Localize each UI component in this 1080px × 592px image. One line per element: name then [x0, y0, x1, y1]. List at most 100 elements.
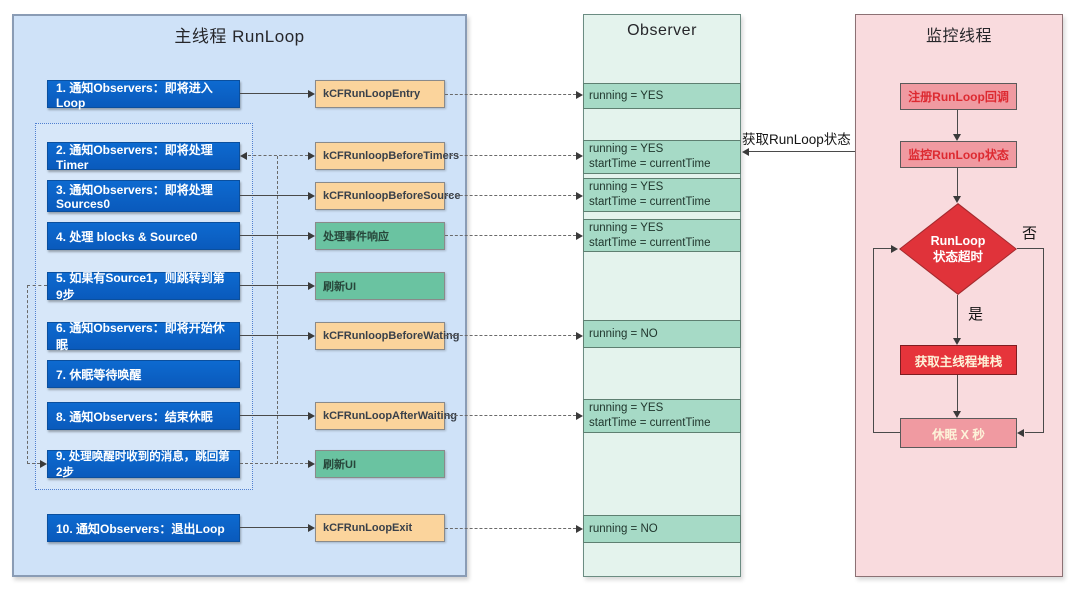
arrowhead-icon: [891, 245, 898, 253]
observer-cell-3: running = YES startTime = currentTime: [583, 178, 741, 212]
arrowhead-icon: [953, 411, 961, 418]
cell-line: running = YES: [589, 402, 664, 414]
observer-cell-7: running = NO: [583, 515, 741, 543]
arrowhead-icon: [576, 91, 583, 99]
connector-monitor-observer: [749, 151, 855, 152]
connector-no-branch-bottom: [1025, 432, 1043, 433]
loop-body-group-outline: [35, 123, 253, 490]
callback-entry: kCFRunLoopEntry: [315, 80, 445, 108]
get-runloop-state-label: 获取RunLoop状态: [742, 132, 851, 147]
step-6: 6. 通知Observers：即将开始休眠: [47, 321, 240, 352]
observer-cell-1: running = YES: [583, 83, 741, 109]
arrowhead-icon: [1017, 429, 1024, 437]
connector-jump-step5-step9: [27, 285, 28, 464]
connector-step8-callback: [240, 415, 309, 416]
connector-jump-back-step2: [277, 156, 278, 464]
connector-entry-observer: [445, 94, 576, 95]
arrowhead-icon: [308, 90, 315, 98]
step-9: 9. 处理唤醒时收到的消息，跳回第2步: [47, 450, 240, 479]
decision-line-1: RunLoop: [930, 234, 986, 248]
arrowhead-icon: [953, 196, 961, 203]
connector-step4-callback: [240, 235, 309, 236]
action-refresh-ui-1: 刷新UI: [315, 272, 445, 300]
step-2: 2. 通知Observers：即将处理Timer: [47, 142, 240, 172]
step-4: 4. 处理 blocks & Source0: [47, 222, 240, 250]
step-5: 5. 如果有Source1，则跳转到第9步: [47, 271, 240, 302]
step-3: 3. 通知Observers：即将处理Sources0: [47, 180, 240, 212]
monitor-sleep-node: 休眠 X 秒: [900, 418, 1017, 448]
connector-register-watch: [957, 110, 958, 135]
cell-line: running = NO: [589, 522, 658, 535]
arrowhead-icon: [308, 524, 315, 532]
observer-cell-2: running = YES startTime = currentTime: [583, 140, 741, 174]
observer-title: Observer: [627, 22, 697, 39]
connector-sleep-loop-top: [873, 248, 892, 249]
main-thread-title: 主线程 RunLoop: [174, 27, 305, 46]
connector-step1-callback: [240, 93, 309, 94]
connector-afterwaiting-observer: [445, 415, 576, 416]
callback-before-timers: kCFRunloopBeforeTimers: [315, 142, 459, 170]
callback-after-waiting: kCFRunLoopAfterWaiting: [315, 402, 457, 430]
step-10: 10. 通知Observers：退出Loop: [47, 514, 240, 542]
connector-no-branch-top: [1017, 248, 1044, 249]
cell-line: running = YES: [589, 221, 664, 234]
arrowhead-icon: [576, 332, 583, 340]
cell-line: startTime = currentTime: [589, 158, 711, 170]
monitor-thread-title: 监控线程: [925, 28, 992, 45]
arrowhead-icon: [240, 152, 247, 160]
arrowhead-icon: [742, 148, 749, 156]
observer-cell-6: running = YES startTime = currentTime: [583, 399, 741, 433]
observer-cell-5: running = NO: [583, 320, 741, 348]
connector-step3-callback: [240, 195, 309, 196]
callback-exit: kCFRunLoopExit: [315, 514, 445, 542]
cell-line: running = YES: [589, 143, 664, 155]
step-7: 7. 休眠等待唤醒: [47, 360, 240, 388]
connector-beforewaiting-observer: [445, 335, 576, 336]
observer-cell-4: running = YES startTime = currentTime: [583, 219, 741, 252]
cell-line: running = NO: [589, 327, 658, 340]
connector-step6-callback: [240, 335, 309, 336]
connector-step2-callback-dashed: [248, 155, 308, 156]
monitor-watch-node: 监控RunLoop状态: [900, 141, 1017, 168]
arrowhead-icon: [308, 412, 315, 420]
arrowhead-icon: [576, 412, 583, 420]
connector-source-observer: [445, 195, 576, 196]
decision-line-2: 状态超时: [932, 250, 983, 264]
arrowhead-icon: [308, 460, 315, 468]
arrowhead-icon: [576, 152, 583, 160]
branch-no-label: 否: [1022, 225, 1038, 242]
connector-decision-stack: [957, 295, 958, 339]
connector-step10-callback: [240, 527, 309, 528]
action-refresh-ui-2: 刷新UI: [315, 450, 445, 478]
branch-yes-label: 是: [968, 306, 984, 323]
arrowhead-icon: [308, 232, 315, 240]
monitor-get-stack-node: 获取主线程堆栈: [900, 345, 1017, 375]
cell-line: startTime = currentTime: [589, 417, 711, 429]
arrowhead-icon: [308, 192, 315, 200]
connector-step5-callback: [240, 285, 309, 286]
connector-exit-observer: [445, 528, 576, 529]
cell-line: startTime = currentTime: [589, 236, 711, 249]
monitor-register-node: 注册RunLoop回调: [900, 83, 1017, 110]
step-8: 8. 通知Observers：结束休眠: [47, 402, 240, 430]
arrowhead-icon: [308, 332, 315, 340]
cell-line: startTime = currentTime: [589, 196, 711, 208]
connector-jump-step9-in: [27, 463, 40, 464]
step-1: 1. 通知Observers：即将进入Loop: [47, 80, 240, 110]
arrowhead-icon: [576, 192, 583, 200]
callback-before-waiting: kCFRunloopBeforeWating: [315, 322, 459, 350]
action-handle-events: 处理事件响应: [315, 222, 445, 250]
cell-line: running = YES: [589, 181, 664, 193]
connector-jump-step5-out: [27, 285, 47, 286]
connector-events-observer: [445, 235, 576, 236]
connector-step9-callback-dashed: [240, 463, 308, 464]
arrowhead-icon: [40, 460, 47, 468]
arrowhead-icon: [576, 525, 583, 533]
arrowhead-icon: [308, 152, 315, 160]
connector-watch-decision: [957, 168, 958, 197]
arrowhead-icon: [953, 338, 961, 345]
arrowhead-icon: [576, 232, 583, 240]
connector-timers-observer: [445, 155, 576, 156]
callback-before-source: kCFRunloopBeforeSource: [315, 182, 461, 210]
